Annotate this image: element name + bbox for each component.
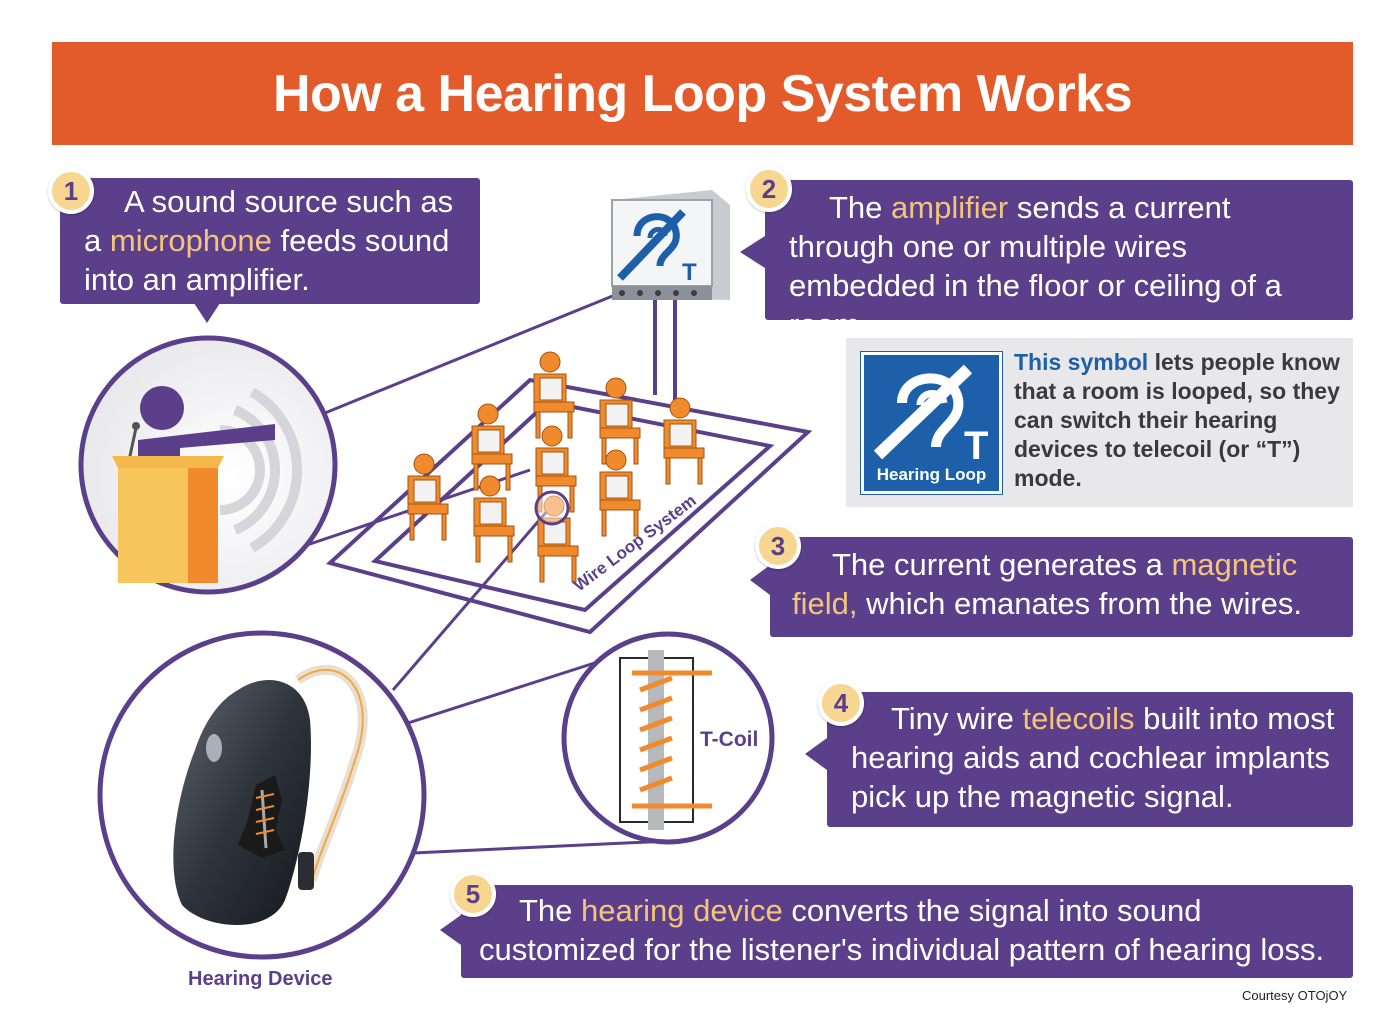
- listener-highlight-circle: [534, 490, 570, 526]
- step-4-post: built into most hearing aids and cochlea…: [851, 701, 1335, 814]
- step-5-callout: The hearing device converts the signal i…: [461, 885, 1353, 978]
- hearing-loop-ear-icon: T: [873, 364, 988, 468]
- symbol-highlight: This symbol: [1014, 349, 1149, 375]
- step-2-pre: The: [829, 190, 883, 225]
- hearing-loop-symbol: T Hearing Loop: [860, 351, 1003, 495]
- step-3-highlight: magnetic field,: [792, 547, 1298, 621]
- symbol-description: This symbol lets people know that a room…: [1014, 348, 1344, 493]
- amplifier-t-letter: T: [682, 259, 697, 286]
- page-title: How a Hearing Loop System Works: [272, 64, 1133, 123]
- audience-chairs: [407, 351, 705, 583]
- step-2-callout: The amplifier sends a current through on…: [765, 180, 1353, 342]
- step-3-post: which emanates from the wires.: [866, 586, 1303, 621]
- connector-line: [324, 293, 616, 415]
- step-1-number-badge: 1: [48, 168, 94, 214]
- step-2-post: sends a current through one or multiple …: [789, 190, 1282, 342]
- box2-pointer: [740, 236, 765, 268]
- loop-symbol-panel: T Hearing Loop This symbol lets people k…: [846, 338, 1353, 507]
- step-5-highlight: hearing device: [581, 893, 783, 928]
- step-4-number-badge: 4: [818, 680, 864, 726]
- step-3-callout: The current generates a magnetic field, …: [770, 537, 1353, 637]
- hearing-device-label: Hearing Device: [188, 968, 333, 990]
- step-3-pre: The current generates a: [832, 547, 1163, 582]
- t-coil-illustration: [561, 631, 775, 845]
- wire-loop-floor: [325, 295, 813, 635]
- step-5-post: converts the signal into sound customize…: [479, 893, 1325, 967]
- amplifier-box: T: [611, 190, 730, 300]
- box5-pointer: [440, 915, 461, 945]
- title-banner: How a Hearing Loop System Works: [52, 42, 1353, 145]
- hearing-device-illustration: [97, 630, 427, 960]
- step-1-highlight: microphone: [109, 223, 272, 258]
- step-1-post: feeds sound into an amplifier.: [84, 223, 450, 297]
- step-2-highlight: amplifier: [891, 190, 1009, 225]
- symbol-t-letter: T: [964, 424, 988, 465]
- credit-text: Courtesy OTOjOY: [1242, 988, 1348, 1003]
- step-4-highlight: telecoils: [1022, 701, 1135, 736]
- step-2-number-badge: 2: [746, 166, 792, 212]
- step-3-number-badge: 3: [755, 523, 801, 569]
- box4-pointer: [805, 738, 827, 770]
- symbol-text: lets people know that a room is looped, …: [1014, 349, 1340, 491]
- t-coil-label: T-Coil: [700, 728, 759, 751]
- step-5-pre: The: [519, 893, 573, 928]
- box1-pointer: [192, 300, 222, 323]
- step-5-number-badge: 5: [450, 871, 496, 917]
- speaker-podium-illustration: [78, 335, 338, 595]
- step-1-pre: A sound source such as a: [84, 184, 454, 258]
- step-1-callout: A sound source such as a microphone feed…: [60, 178, 480, 304]
- step-4-pre: Tiny wire: [891, 701, 1014, 736]
- symbol-badge-label: Hearing Loop: [876, 465, 987, 484]
- step-4-callout: Tiny wire telecoils built into most hear…: [827, 692, 1353, 827]
- box3-pointer: [750, 565, 770, 595]
